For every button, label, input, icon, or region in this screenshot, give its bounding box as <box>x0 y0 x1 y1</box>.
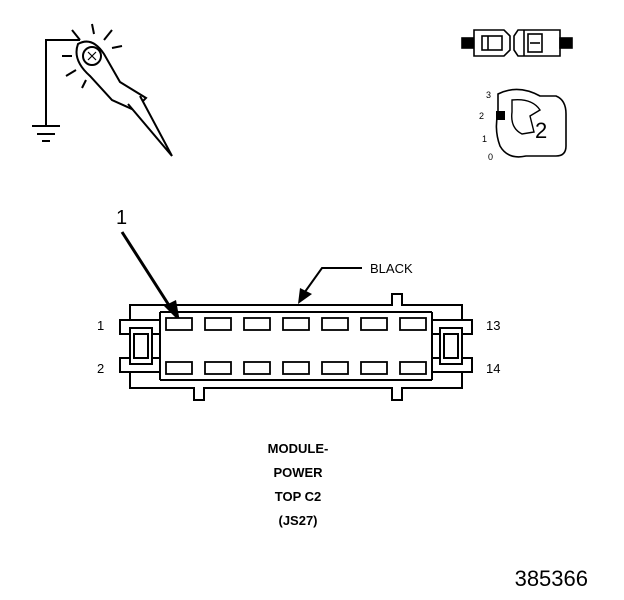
figure-number: 385366 <box>515 566 588 591</box>
key-selected-position: 2 <box>535 118 547 143</box>
terminal-cavity <box>243 361 271 375</box>
pin-label-2: 2 <box>97 361 104 376</box>
key-position-2: 2 <box>479 111 484 121</box>
terminal-cavity <box>321 317 349 331</box>
caption-line-2: POWER <box>273 465 323 480</box>
terminal-cavity <box>204 361 232 375</box>
terminal-cavity <box>204 317 232 331</box>
pin-label-13: 13 <box>486 318 500 333</box>
terminal-cavity <box>243 317 271 331</box>
ignition-key-icon: 3 2 1 0 2 <box>479 88 567 162</box>
terminal-cavity <box>282 317 310 331</box>
terminal-cavity <box>321 361 349 375</box>
terminal-14 <box>399 361 427 375</box>
pin-label-1: 1 <box>97 318 104 333</box>
key-position-3: 3 <box>486 90 491 100</box>
connector-color-label: BLACK <box>370 261 413 276</box>
connector-disconnect-icon <box>461 29 573 57</box>
terminal-row-top <box>165 317 427 331</box>
key-position-1: 1 <box>482 134 487 144</box>
connector-body <box>129 293 463 401</box>
caption-line-4: (JS27) <box>278 513 317 528</box>
terminal-1 <box>165 317 193 331</box>
key-position-marker <box>496 111 505 120</box>
color-leader-arrow <box>298 267 362 304</box>
caption-line-3: TOP C2 <box>275 489 321 504</box>
pin-label-14: 14 <box>486 361 500 376</box>
terminal-2 <box>165 361 193 375</box>
terminal-cavity <box>360 361 388 375</box>
terminal-cavity <box>360 317 388 331</box>
terminal-row-bottom <box>165 361 427 375</box>
key-position-0: 0 <box>488 152 493 162</box>
module-caption: MODULE- POWER TOP C2 (JS27) <box>268 441 329 528</box>
terminal-13 <box>399 317 427 331</box>
left-latch <box>119 319 161 373</box>
test-light-icon <box>32 23 173 157</box>
terminal-cavity <box>282 361 310 375</box>
callout-number: 1 <box>116 207 127 229</box>
right-latch <box>431 319 473 373</box>
caption-line-1: MODULE- <box>268 441 329 456</box>
